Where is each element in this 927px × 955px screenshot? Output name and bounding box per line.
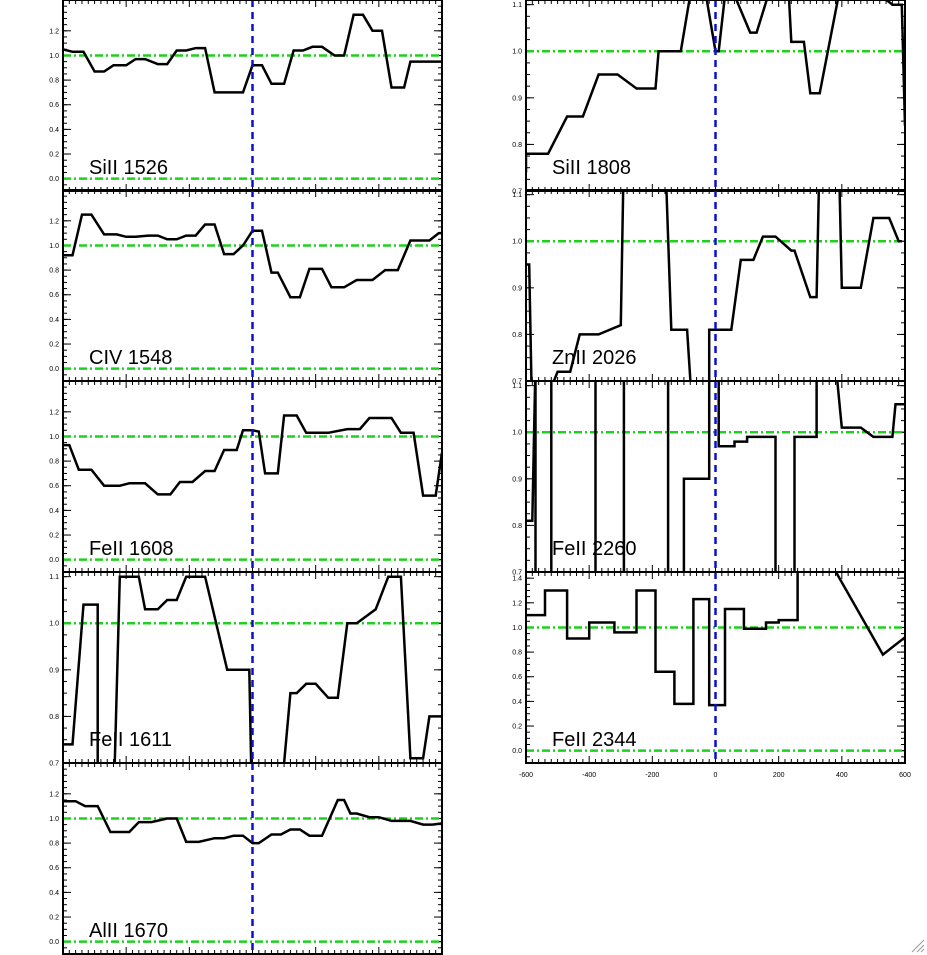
y-tick-label: 0.6 — [49, 865, 59, 872]
y-tick-label: 1.0 — [512, 49, 522, 56]
spectrum-line-feii-2260 — [526, 381, 905, 572]
ion-label: FeII 1611 — [89, 729, 172, 751]
y-tick-label: 1.0 — [49, 243, 59, 250]
y-tick-label: 1.1 — [512, 192, 522, 199]
ion-label: SiII 1526 — [89, 157, 168, 179]
x-tick-label: -400 — [582, 772, 596, 779]
x-tick-label: -600 — [519, 772, 533, 779]
y-tick-label: 0.8 — [49, 714, 59, 721]
y-tick-label: 1.0 — [49, 621, 59, 628]
y-tick-label: 0.7 — [512, 189, 522, 196]
ion-label: ZnII 2026 — [552, 347, 637, 369]
y-tick-label: 0.0 — [49, 939, 59, 946]
y-tick-label: 0.0 — [49, 176, 59, 183]
y-tick-label: 1.2 — [49, 28, 59, 35]
y-tick-label: 1.1 — [49, 574, 59, 581]
spectrum-line-feii-2344 — [526, 572, 905, 707]
y-tick-label: 1.1 — [512, 2, 522, 9]
y-tick-label: 0.9 — [49, 667, 59, 674]
y-tick-label: 1.0 — [512, 430, 522, 437]
spectrum-line-alii-1670 — [63, 798, 442, 845]
y-tick-label: 0.4 — [49, 317, 59, 324]
y-tick-label: 0.4 — [49, 127, 59, 134]
ion-label: AlII 1670 — [89, 920, 168, 942]
y-tick-label: 0.8 — [49, 459, 59, 466]
spectrum-line-feii-1608 — [63, 414, 442, 497]
y-tick-label: 0.8 — [512, 332, 522, 339]
y-tick-label: 0.0 — [49, 557, 59, 564]
y-tick-label: 0.2 — [49, 915, 59, 922]
ion-label: SiII 1808 — [552, 157, 631, 179]
y-tick-label: 0.8 — [49, 268, 59, 275]
ion-label: FeII 2344 — [552, 729, 637, 751]
spectrum-line-znii-2026 — [526, 190, 902, 381]
y-tick-label: 1.2 — [49, 409, 59, 416]
y-tick-label: 0.8 — [49, 78, 59, 85]
y-tick-label: 1.0 — [49, 434, 59, 441]
y-tick-label: 0.7 — [512, 379, 522, 386]
y-tick-label: 0.8 — [49, 841, 59, 848]
y-tick-label: 1.4 — [512, 576, 522, 583]
spectrum-line-feii-1611 — [63, 575, 442, 763]
y-tick-label: 0.2 — [49, 152, 59, 159]
y-tick-label: 1.2 — [49, 218, 59, 225]
y-tick-label: 0.2 — [512, 724, 522, 731]
y-tick-label: 0.4 — [49, 890, 59, 897]
y-tick-label: 0.9 — [512, 476, 522, 483]
panel-frame — [62, 762, 443, 955]
y-tick-label: 0.9 — [512, 285, 522, 292]
x-tick-label: 600 — [899, 772, 911, 779]
y-tick-label: 0.2 — [49, 342, 59, 349]
y-tick-label: 0.6 — [49, 102, 59, 109]
y-tick-label: 1.0 — [512, 239, 522, 246]
ion-label: FeII 2260 — [552, 538, 637, 560]
y-tick-label: 1.2 — [49, 791, 59, 798]
y-tick-label: 0.7 — [49, 761, 59, 768]
x-tick-label: 0 — [714, 772, 718, 779]
y-tick-label: 0.9 — [512, 95, 522, 102]
y-tick-label: 1.0 — [49, 53, 59, 60]
y-tick-label: 0.7 — [512, 570, 522, 577]
ion-label: CIV 1548 — [89, 347, 172, 369]
y-tick-label: 0.8 — [512, 523, 522, 530]
y-tick-label: 1.0 — [49, 816, 59, 823]
y-tick-label: 0.0 — [512, 748, 522, 755]
y-tick-label: 0.4 — [512, 699, 522, 706]
y-tick-label: 0.6 — [512, 674, 522, 681]
y-tick-label: 0.2 — [49, 533, 59, 540]
y-tick-label: 1.2 — [512, 600, 522, 607]
ion-label: FeII 1608 — [89, 538, 174, 560]
x-tick-label: 200 — [773, 772, 785, 779]
y-tick-label: 1.1 — [512, 383, 522, 390]
y-tick-label: 0.8 — [512, 650, 522, 657]
y-tick-label: 0.8 — [512, 142, 522, 149]
y-tick-label: 0.0 — [49, 366, 59, 373]
panel-frame — [525, 571, 906, 764]
x-tick-label: -200 — [645, 772, 659, 779]
y-tick-label: 1.0 — [512, 625, 522, 632]
resize-grip-icon — [911, 939, 925, 953]
spectrum-line-civ-1548 — [63, 213, 442, 299]
spectrum-line-siii-1808 — [526, 0, 905, 173]
y-tick-label: 0.6 — [49, 292, 59, 299]
x-tick-label: 400 — [836, 772, 848, 779]
y-tick-label: 0.4 — [49, 508, 59, 515]
y-tick-label: 0.6 — [49, 483, 59, 490]
